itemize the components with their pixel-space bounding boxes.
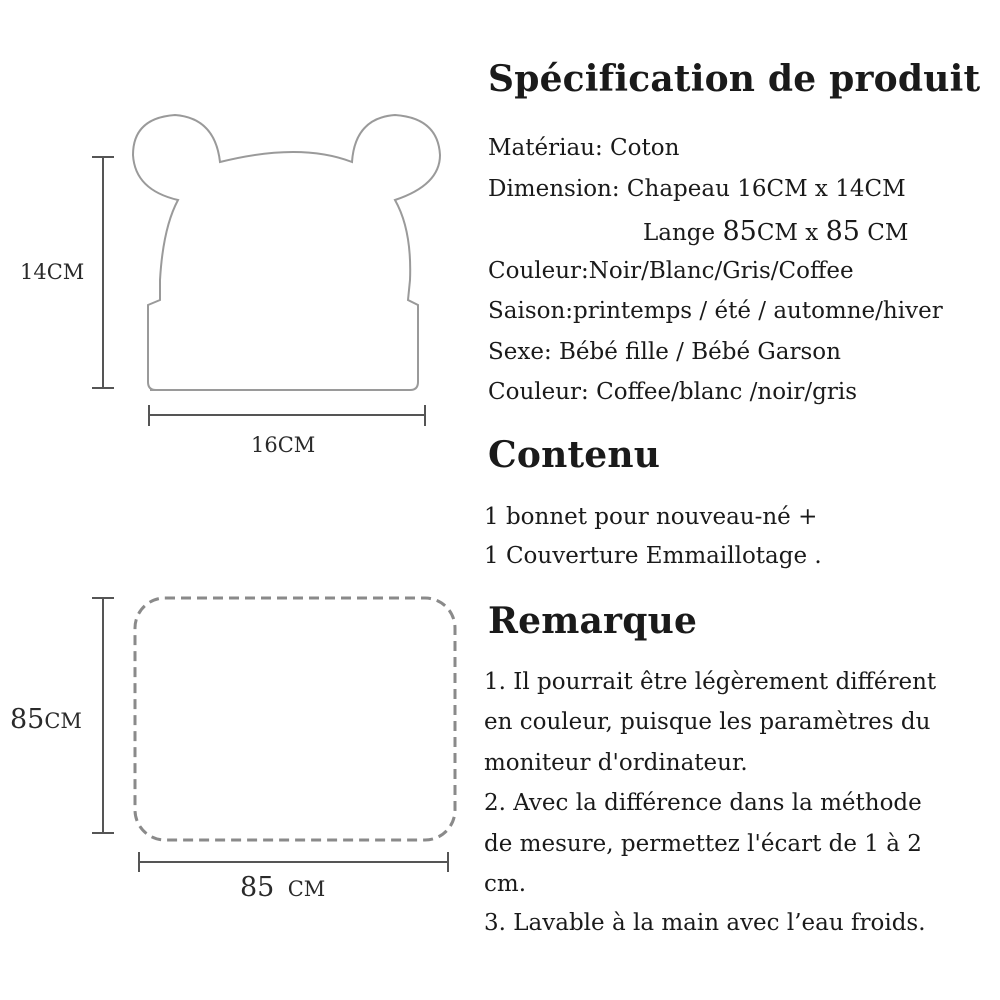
remark-title: Remarque <box>488 600 698 642</box>
swaddle-number-1: 85 <box>722 216 757 247</box>
swaddle-number-2: 85 <box>825 216 860 247</box>
spec-dimension-hat: Dimension: Chapeau 16CM x 14CM <box>488 176 906 202</box>
remark-line-3: moniteur d'ordinateur. <box>484 750 748 776</box>
hat-outline <box>131 113 442 391</box>
hat-height-label: 14CM <box>20 260 85 284</box>
remark-line-5: de mesure, permettez l'écart de 1 à 2 <box>484 831 922 857</box>
spec-color-1: Couleur:Noir/Blanc/Gris/Coffee <box>488 258 854 284</box>
blanket-height-dimension <box>92 597 114 834</box>
spec-sex: Sexe: Bébé fille / Bébé Garson <box>488 339 841 365</box>
content-line-2: 1 Couverture Emmaillotage . <box>484 543 822 569</box>
spec-title: Spécification de produit <box>488 58 981 100</box>
swaddle-prefix: Lange <box>643 220 716 246</box>
hat-width-label: 16CM <box>251 433 316 457</box>
blanket-height-number: 85 <box>10 704 45 735</box>
blanket-width-number: 85 <box>240 872 275 903</box>
blanket-width-label: 85 CM <box>240 872 325 903</box>
blanket-width-unit: CM <box>287 877 326 901</box>
blanket-height-label: 85CM <box>10 704 82 735</box>
remark-line-1: 1. Il pourrait être légèrement différent <box>484 669 937 695</box>
hat-width-dimension <box>148 405 426 426</box>
swaddle-mid: CM x <box>756 220 819 246</box>
spec-material: Matériau: Coton <box>488 135 680 161</box>
blanket-height-unit: CM <box>44 709 82 733</box>
spec-dimension-swaddle: Lange 85CM x 85 CM <box>643 218 908 245</box>
spec-color-2: Couleur: Coffee/blanc /noir/gris <box>488 379 858 405</box>
remark-line-7: 3. Lavable à la main avec l’eau froids. <box>484 910 926 936</box>
remark-line-4: 2. Avec la différence dans la méthode <box>484 790 922 816</box>
hat-height-dimension <box>92 156 114 389</box>
blanket-outline <box>133 596 457 842</box>
remark-line-6: cm. <box>484 871 527 897</box>
content-title: Contenu <box>488 434 661 476</box>
swaddle-unit: CM <box>867 220 909 246</box>
spec-season: Saison:printemps / été / automne/hiver <box>488 298 943 324</box>
remark-line-2: en couleur, puisque les paramètres du <box>484 709 931 735</box>
content-line-1: 1 bonnet pour nouveau-né + <box>484 504 818 530</box>
blanket-width-dimension <box>138 852 449 872</box>
